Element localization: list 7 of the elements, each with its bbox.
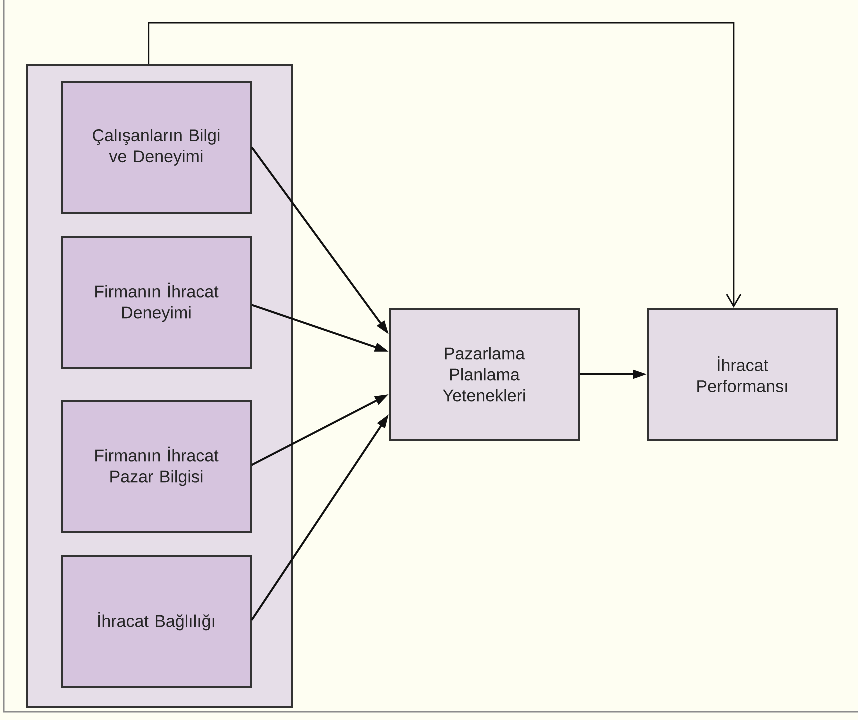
factor-box: Firmanın İhracat Deneyimi bbox=[61, 236, 252, 369]
process-box: Pazarlama Planlama Yetenekleri bbox=[389, 308, 580, 441]
process-box: İhracat Performansı bbox=[647, 308, 838, 441]
factor-box: Firmanın İhracat Pazar Bilgisi bbox=[61, 400, 252, 533]
factor-box: İhracat Bağlılığı bbox=[61, 555, 252, 688]
arrow bbox=[148, 22, 742, 308]
factor-box: Çalışanların Bilgi ve Deneyimi bbox=[61, 81, 252, 214]
